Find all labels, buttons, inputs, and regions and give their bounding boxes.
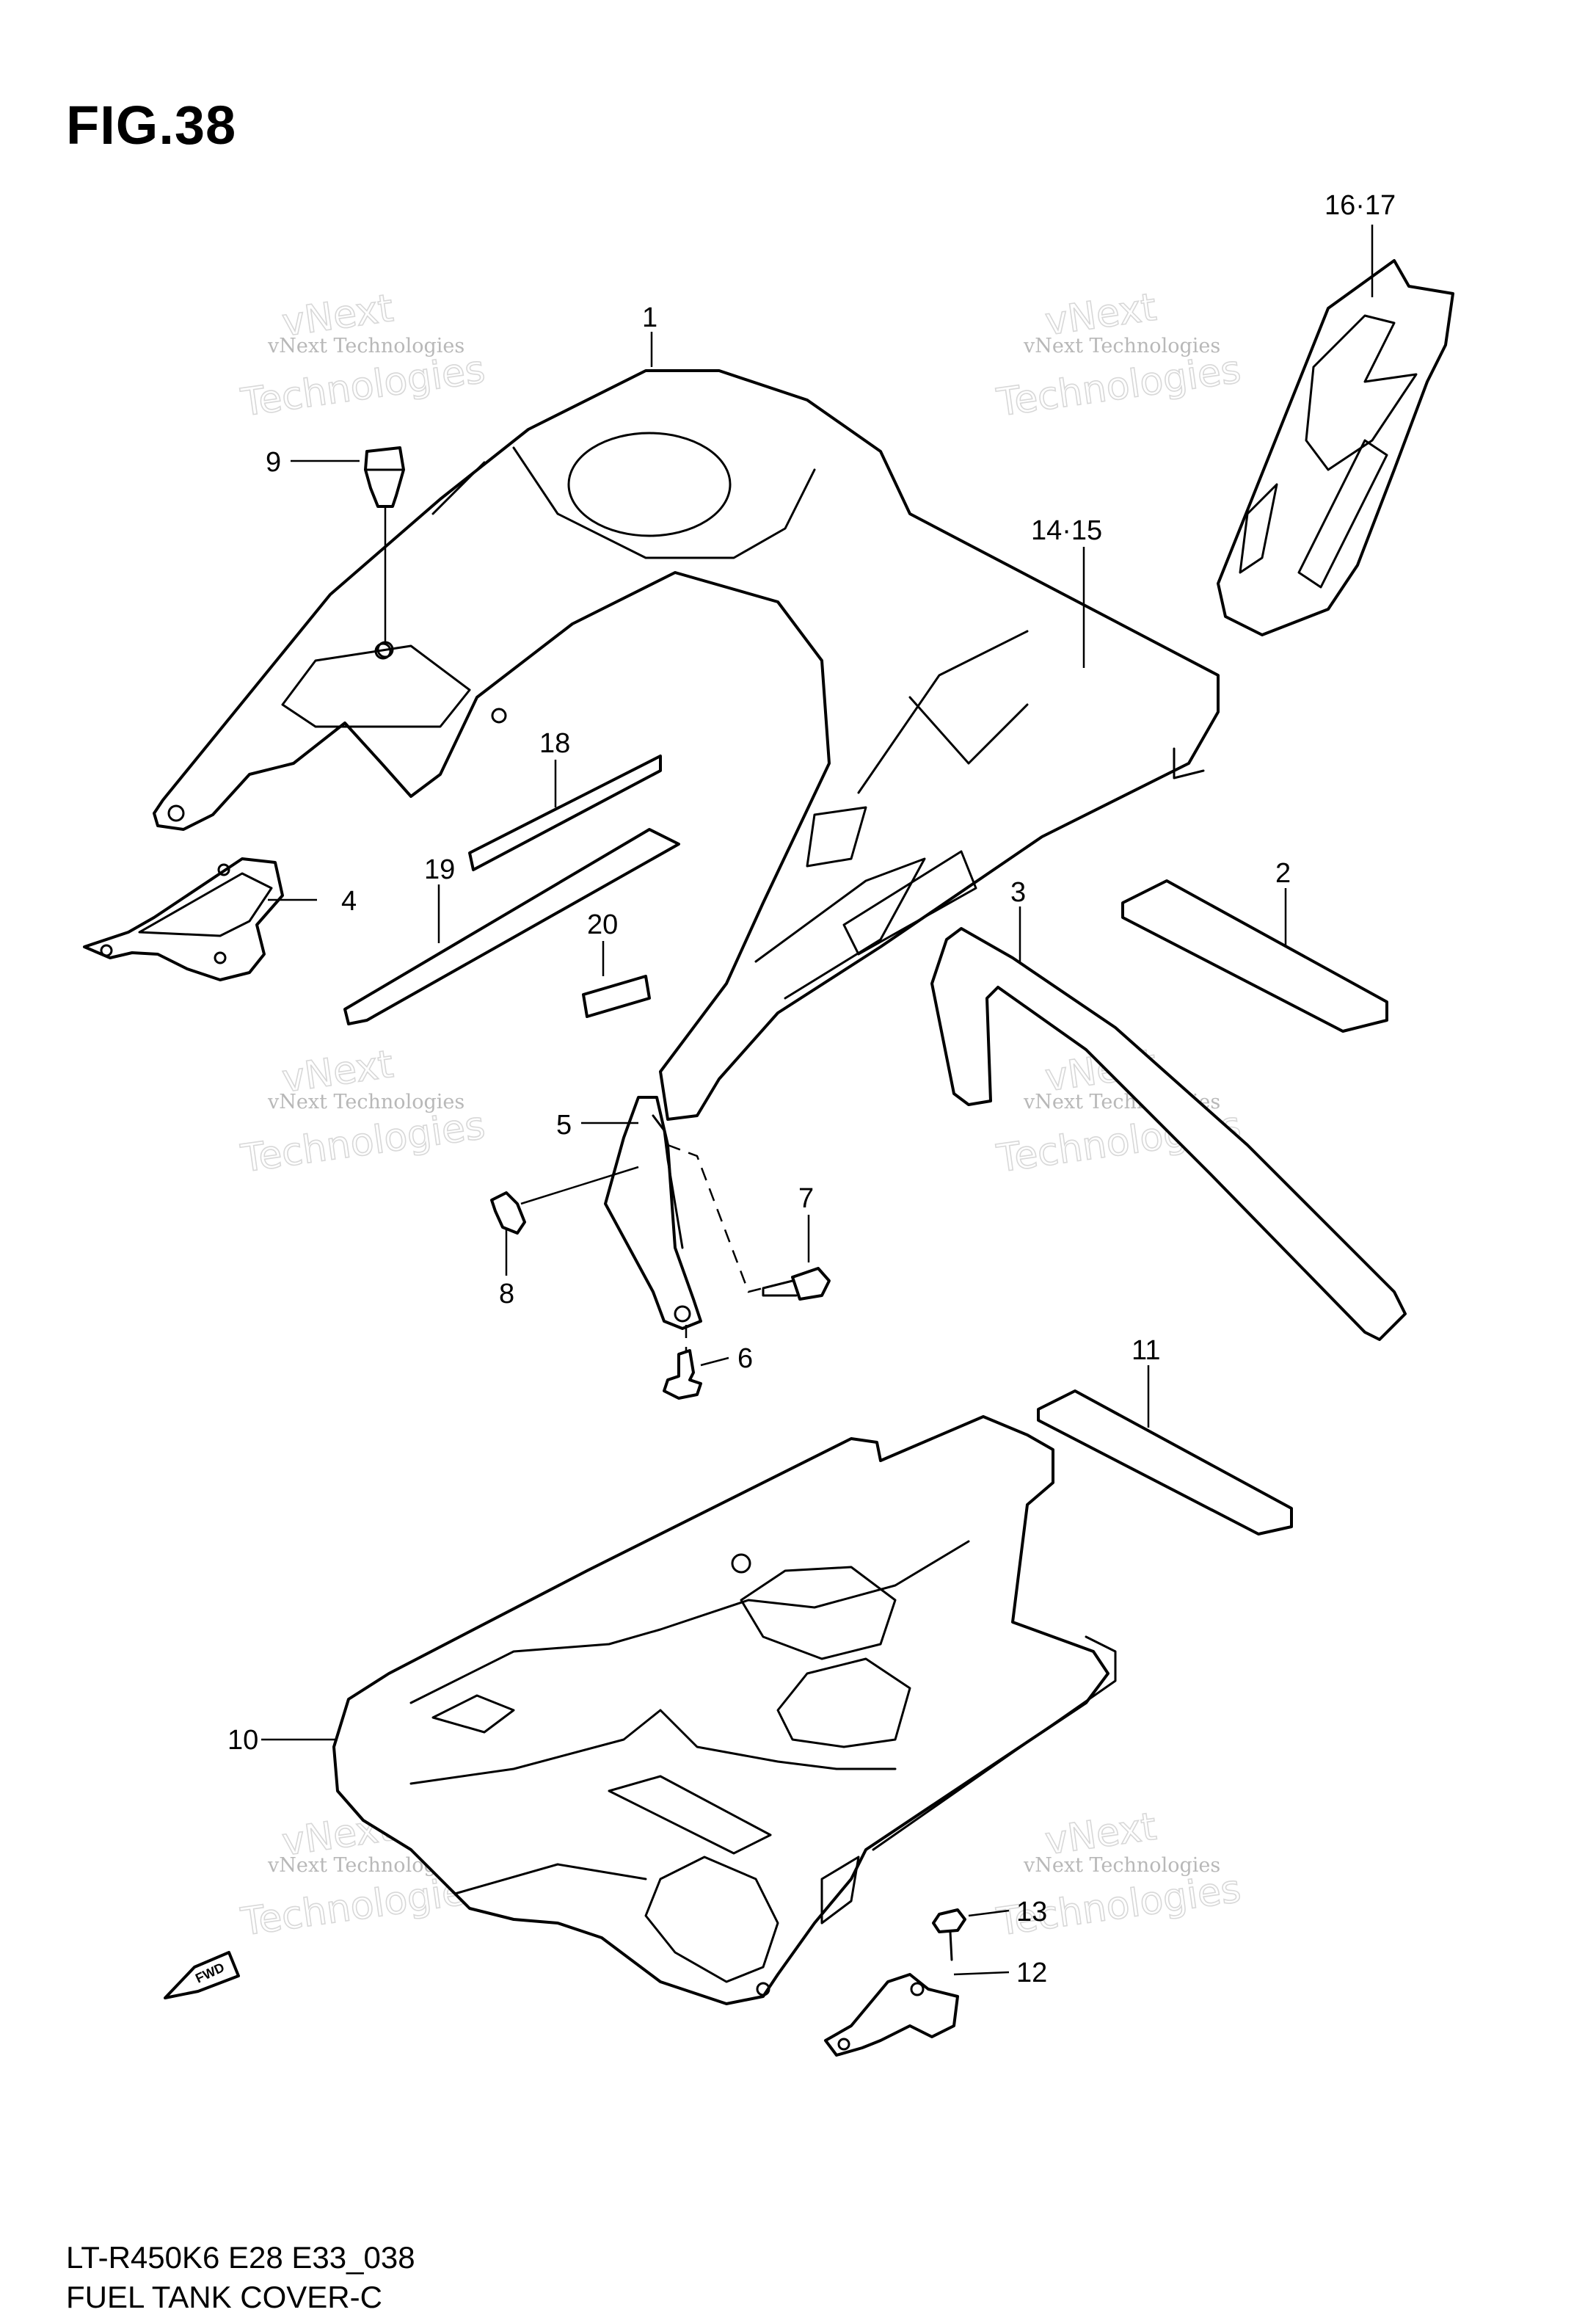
part-push-rivet — [364, 446, 405, 658]
callout-3: 3 — [1010, 877, 1026, 908]
callout-4: 4 — [341, 886, 357, 917]
watermark-text-small: vNext Technologies — [267, 1091, 464, 1113]
part-screw-7 — [762, 1267, 831, 1301]
part-pad-20 — [582, 975, 651, 1018]
callout-8: 8 — [499, 1279, 514, 1309]
callout-19: 19 — [424, 854, 455, 885]
part-bracket-12 — [824, 1973, 959, 2057]
part-pad-19 — [343, 828, 680, 1025]
part-decal-emblem — [1217, 259, 1454, 636]
part-stay-5 — [604, 1096, 702, 1330]
callout-9: 9 — [266, 447, 281, 478]
callout-13: 13 — [1016, 1897, 1047, 1927]
callout-6: 6 — [737, 1343, 753, 1374]
part-screw-6 — [663, 1325, 702, 1400]
watermark-text-large: Technologies — [238, 348, 487, 426]
callout-14-15: 14·15 — [1031, 515, 1102, 546]
watermark-text-small: vNext Technologies — [1023, 1854, 1220, 1877]
leader-lines — [261, 225, 1374, 1976]
part-screw-13 — [932, 1908, 966, 1961]
callout-2: 2 — [1275, 858, 1291, 889]
part-under-cover — [332, 1415, 1117, 2005]
callout-16-17: 16·17 — [1324, 190, 1396, 221]
part-clip-8 — [490, 1166, 639, 1235]
watermark-text-large: Technologies — [238, 1104, 487, 1182]
callout-7: 7 — [798, 1183, 814, 1214]
part-bracket-4 — [83, 857, 284, 981]
part-pad-2 — [1121, 879, 1388, 1033]
watermark-text-small: vNext Technologies — [1023, 335, 1220, 357]
part-pad-18 — [468, 755, 662, 871]
part-pad-11 — [1037, 1389, 1293, 1536]
callout-12: 12 — [1016, 1958, 1047, 1988]
callout-10: 10 — [227, 1725, 258, 1756]
watermark-text-small: vNext Technologies — [267, 335, 464, 357]
figure-title: FIG.38 — [66, 95, 237, 156]
callout-5: 5 — [556, 1110, 572, 1141]
callout-18: 18 — [539, 728, 570, 759]
fwd-arrow-icon: FWD — [164, 1951, 240, 1999]
callout-20: 20 — [587, 909, 618, 940]
model-code: LT-R450K6 E28 E33_038 — [66, 2240, 415, 2275]
callout-11: 11 — [1132, 1335, 1160, 1366]
part-strip-3 — [930, 927, 1407, 1341]
watermark-text-large: Technologies — [994, 348, 1243, 426]
section-title: FUEL TANK COVER-C — [66, 2280, 382, 2314]
callout-1: 1 — [642, 302, 657, 333]
part-fuel-tank-cover — [153, 369, 1220, 1121]
